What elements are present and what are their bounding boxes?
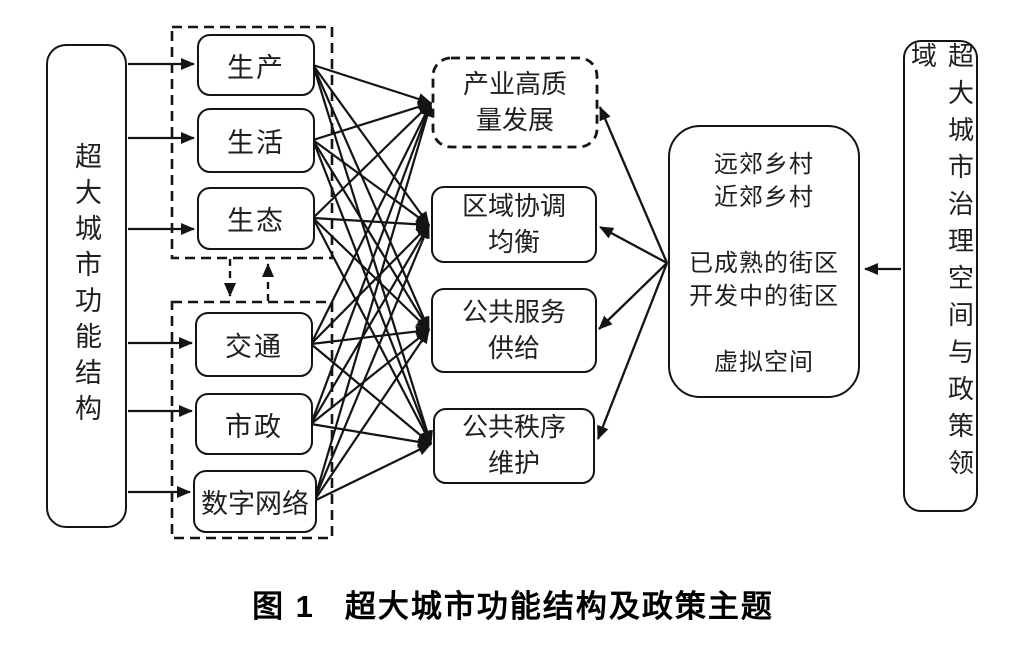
right-panel-label: 超大城市治理空间与政策领域	[907, 42, 974, 486]
edge-life-regional	[312, 139, 430, 226]
theme-public-service: 公共服务 供给	[431, 288, 597, 373]
node-ecology-label: 生态	[227, 206, 285, 236]
edge-ecology-service	[312, 217, 430, 331]
edge-production-regional	[312, 64, 430, 226]
node-transport: 交通	[195, 312, 313, 377]
space-line-near-suburb: 近郊乡村	[714, 185, 814, 211]
edge-municipal-service	[310, 329, 430, 425]
theme-order-line2: 维护	[487, 449, 540, 478]
space-line-mature-blocks: 已成熟的街区	[689, 251, 839, 277]
left-panel-label: 超大城市功能结构	[71, 142, 101, 430]
node-life-label: 生活	[227, 128, 285, 158]
theme-industry-line2: 量发展	[475, 105, 554, 135]
edge-production-industry	[312, 63, 432, 105]
node-digital-network-label: 数字网络	[201, 489, 309, 519]
arrow-space-service	[598, 262, 668, 330]
theme-industry-development: 产业高质 量发展	[433, 58, 597, 147]
arrow-space-order	[596, 262, 669, 440]
edge-transport-service	[310, 325, 430, 346]
edge-life-order	[311, 139, 433, 445]
node-life: 生活	[197, 108, 315, 173]
edge-municipal-order	[310, 422, 432, 448]
industry-theme-frame	[431, 56, 599, 149]
edge-transport-industry	[310, 102, 432, 345]
theme-service-line1: 公共服务	[461, 297, 566, 327]
space-line-developing-blocks: 开发中的街区	[689, 284, 839, 310]
bottom-group-frame	[170, 300, 334, 540]
node-digital-network: 数字网络	[193, 470, 317, 533]
edge-production-order	[311, 64, 433, 445]
edge-transport-regional	[310, 224, 430, 345]
edge-digital-regional	[312, 224, 431, 502]
theme-regional-balance: 区域协调 均衡	[431, 186, 597, 263]
edge-digital-order	[313, 443, 432, 502]
node-production-label: 生产	[227, 52, 285, 83]
theme-industry-line1: 产业高质	[462, 69, 567, 99]
edge-digital-industry	[312, 102, 434, 502]
edge-municipal-industry	[309, 102, 433, 425]
theme-service-line2: 供给	[487, 333, 540, 363]
group-exchange-arrows	[224, 259, 274, 301]
space-line-virtual-space: 虚拟空间	[714, 350, 814, 376]
theme-order-line1: 公共秩序	[461, 413, 566, 442]
node-ecology: 生态	[197, 187, 315, 250]
arrow-space-regional	[599, 225, 668, 265]
edge-life-service	[312, 139, 430, 331]
space-line-far-suburb: 远郊乡村	[714, 152, 814, 178]
right-panel-box: 超大城市治理空间与政策领域	[903, 40, 978, 512]
node-municipal: 市政	[195, 393, 313, 455]
space-line-blank1	[670, 215, 858, 248]
node-transport-label: 交通	[225, 332, 283, 362]
arrow-space-industry	[598, 106, 669, 264]
left-panel-arrows	[128, 58, 195, 498]
figure-caption-number: 图 1	[252, 589, 315, 624]
edge-ecology-industry	[312, 102, 432, 219]
edge-municipal-regional	[310, 224, 430, 425]
theme-regional-line2: 均衡	[487, 227, 540, 257]
space-to-theme-arrows	[596, 106, 669, 440]
node-production: 生产	[197, 34, 315, 96]
node-municipal-label: 市政	[225, 411, 283, 442]
theme-public-order: 公共秩序 维护	[433, 408, 595, 484]
function-to-theme-edges	[309, 63, 434, 502]
figure-caption: 图 1 超大城市功能结构及政策主题	[0, 581, 1026, 626]
edge-ecology-order	[312, 217, 432, 445]
left-panel-box: 超大城市功能结构	[46, 44, 127, 528]
top-group-frame	[170, 25, 334, 260]
theme-regional-line1: 区域协调	[461, 191, 566, 221]
figure-caption-title: 超大城市功能结构及政策主题	[344, 589, 774, 624]
space-line-blank2	[670, 314, 858, 347]
edge-transport-order	[310, 343, 432, 445]
edge-production-service	[311, 64, 431, 331]
edge-life-industry	[312, 101, 432, 142]
governance-space-box: 远郊乡村 近郊乡村 已成熟的街区 开发中的街区 虚拟空间	[668, 125, 860, 398]
edge-digital-service	[313, 329, 430, 502]
